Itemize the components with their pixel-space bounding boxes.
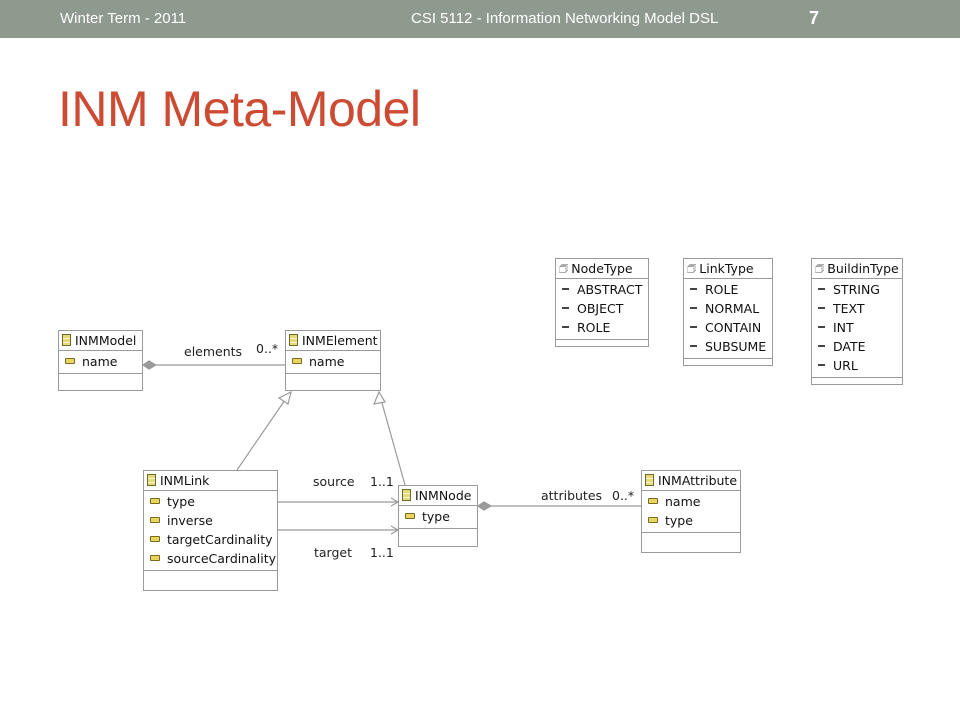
composition-diamond-attributes: [476, 501, 493, 511]
class-inm-link-name: INMLink: [160, 473, 210, 488]
attribute-icon: [292, 358, 302, 364]
class-icon: [147, 474, 156, 486]
generalization-link-element: [236, 399, 286, 471]
attribute-icon: [150, 555, 160, 561]
enum-icon: 🗇: [687, 264, 697, 275]
attribute-icon: [65, 358, 75, 364]
attribute-icon: [150, 536, 160, 542]
page-number: 7: [809, 8, 820, 28]
label-attributes-role: attributes: [541, 488, 603, 503]
class-inm-node-name: INMNode: [415, 488, 472, 503]
class-icon: [645, 474, 654, 486]
class-attribute: inverse: [144, 511, 277, 530]
class-attribute: type: [144, 492, 277, 511]
class-inm-link: INMLink type inverse targetCardinality s…: [143, 470, 278, 591]
literal-icon: [562, 326, 569, 328]
attribute-icon: [648, 517, 658, 523]
enum-icon: 🗇: [559, 264, 569, 275]
label-elements-multiplicity: 0..*: [256, 341, 279, 356]
literal-icon: [690, 288, 697, 290]
generalization-arrowhead-right: [373, 390, 386, 405]
literal-icon: [690, 345, 697, 347]
class-attribute: type: [399, 507, 477, 526]
literal-icon: [818, 307, 825, 309]
enum-icon: 🗇: [815, 264, 825, 275]
literal-icon: [818, 364, 825, 366]
enum-literal: OBJECT: [556, 299, 648, 318]
attribute-icon: [150, 517, 160, 523]
literal-icon: [690, 307, 697, 309]
enum-literal: NORMAL: [684, 299, 772, 318]
class-icon: [402, 489, 411, 501]
class-inm-model: INMModel name: [58, 330, 143, 391]
class-inm-node: INMNode type: [398, 485, 478, 547]
label-source-role: source: [313, 474, 355, 489]
enum-literal: SUBSUME: [684, 337, 772, 356]
enum-literal: DATE: [812, 337, 902, 356]
label-attributes-multiplicity: 0..*: [612, 488, 635, 503]
class-icon: [62, 334, 71, 346]
enum-literal: CONTAIN: [684, 318, 772, 337]
generalization-node-element: [381, 402, 406, 486]
slide-title: INM Meta-Model: [58, 81, 421, 137]
literal-icon: [562, 288, 569, 290]
label-source-multiplicity: 1..1: [370, 474, 394, 489]
class-attribute: targetCardinality: [144, 530, 277, 549]
literal-icon: [818, 288, 825, 290]
label-target-role: target: [314, 545, 353, 560]
attribute-icon: [150, 498, 160, 504]
class-inm-attribute: INMAttribute name type: [641, 470, 741, 553]
label-elements-role: elements: [184, 344, 243, 359]
header-term: Winter Term - 2011: [60, 10, 187, 27]
literal-icon: [690, 326, 697, 328]
enum-literal: URL: [812, 356, 902, 375]
enum-literal: ROLE: [684, 280, 772, 299]
class-inm-model-name: INMModel: [75, 333, 137, 348]
class-attribute: name: [286, 352, 380, 371]
literal-icon: [562, 307, 569, 309]
label-target-multiplicity: 1..1: [370, 545, 394, 560]
enum-buildin-type-name: BuildinType: [827, 261, 899, 276]
header-bar: Winter Term - 2011 CSI 5112 - Informatio…: [0, 0, 960, 38]
class-attribute: sourceCardinality: [144, 549, 277, 568]
generalization-arrowhead-left: [277, 390, 292, 405]
literal-icon: [818, 345, 825, 347]
attribute-icon: [405, 513, 415, 519]
enum-link-type-name: LinkType: [699, 261, 754, 276]
class-inm-element-name: INMElement: [302, 333, 378, 348]
attribute-icon: [648, 498, 658, 504]
enum-literal: STRING: [812, 280, 902, 299]
composition-diamond-elements: [141, 360, 158, 370]
class-attribute: type: [642, 511, 740, 530]
enum-literal: ABSTRACT: [556, 280, 648, 299]
header-course: CSI 5112 - Information Networking Model …: [411, 10, 719, 27]
class-icon: [289, 334, 298, 346]
class-attribute: name: [59, 352, 142, 371]
enum-buildin-type: 🗇BuildinType STRING TEXT INT DATE URL: [811, 258, 903, 385]
class-inm-attribute-name: INMAttribute: [658, 473, 738, 488]
enum-literal: INT: [812, 318, 902, 337]
enum-node-type-name: NodeType: [571, 261, 633, 276]
class-inm-element: INMElement name: [285, 330, 381, 391]
enum-literal: TEXT: [812, 299, 902, 318]
enum-node-type: 🗇NodeType ABSTRACT OBJECT ROLE: [555, 258, 649, 347]
class-attribute: name: [642, 492, 740, 511]
enum-literal: ROLE: [556, 318, 648, 337]
enum-link-type: 🗇LinkType ROLE NORMAL CONTAIN SUBSUME: [683, 258, 773, 366]
literal-icon: [818, 326, 825, 328]
